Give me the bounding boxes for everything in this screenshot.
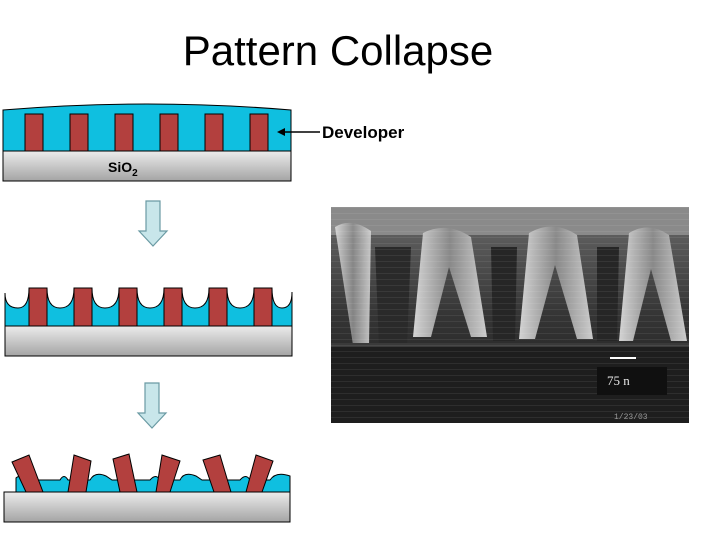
developer-callout-arrowhead — [277, 128, 285, 136]
scale-box — [597, 367, 667, 395]
stage-2-meniscus — [4, 287, 293, 357]
sio2-substrate — [4, 325, 293, 357]
scale-bar — [610, 357, 636, 359]
resist-line — [28, 287, 48, 327]
resist-line — [208, 287, 228, 327]
sem-micrograph — [331, 207, 689, 423]
developer-label: Developer — [322, 123, 405, 142]
sem-stamp: 1/23/03 — [614, 413, 648, 422]
page-title: Pattern Collapse — [182, 27, 494, 74]
resist-line — [69, 113, 89, 152]
sem-image — [331, 207, 689, 423]
process-arrow-down-icon — [137, 200, 169, 247]
resist-line — [253, 287, 273, 327]
scale-bar-label: 75 n — [607, 373, 630, 388]
resist-line — [114, 113, 134, 152]
developer-liquid — [2, 103, 292, 152]
resist-line — [73, 287, 93, 327]
sio2-substrate — [2, 150, 292, 182]
stage-3-collapse — [3, 453, 291, 523]
resist-line — [159, 113, 179, 152]
resist-line — [24, 113, 44, 152]
developer-meniscus — [4, 287, 293, 327]
process-arrow-down-icon — [136, 382, 168, 429]
resist-line — [118, 287, 138, 327]
substrate-label: SiO2 — [108, 159, 138, 179]
sio2-substrate — [3, 491, 291, 523]
resist-line — [249, 113, 269, 152]
resist-line — [163, 287, 183, 327]
resist-line — [204, 113, 224, 152]
stage-1-immersion — [2, 103, 320, 182]
